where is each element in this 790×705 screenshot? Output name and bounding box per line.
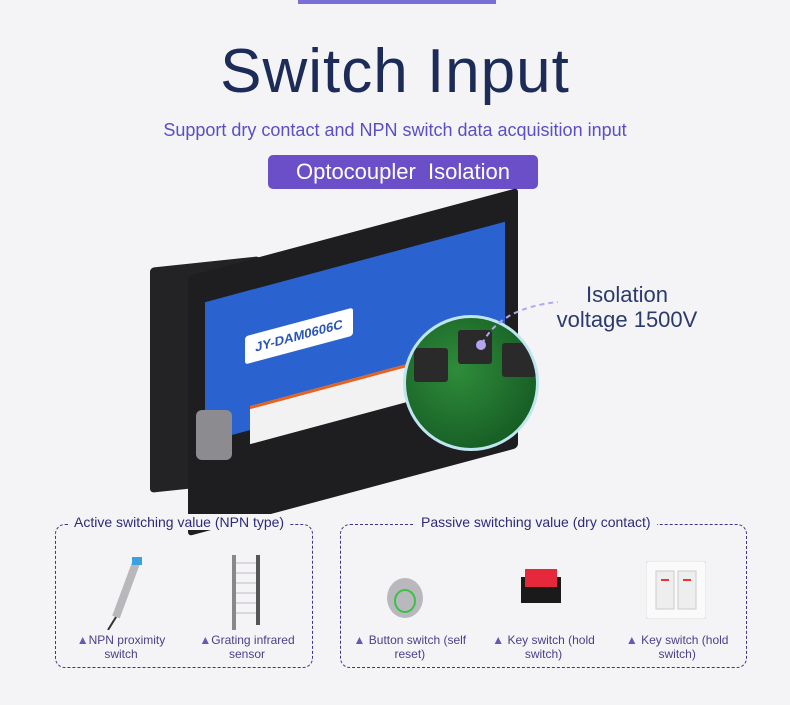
callout-dot bbox=[476, 340, 486, 350]
rocker-switch-image bbox=[517, 567, 567, 622]
wall-switch-image bbox=[645, 560, 707, 624]
chip-icon bbox=[502, 343, 536, 377]
triangle-icon: ▲ bbox=[492, 633, 505, 647]
npn-proximity-switch-image bbox=[96, 555, 156, 635]
grating-sensor-image bbox=[226, 555, 266, 635]
caption: ▲ Key switch (hold switch) bbox=[610, 633, 744, 661]
feature-badge: Optocoupler Isolation bbox=[268, 155, 538, 189]
panel-title: Passive switching value (dry contact) bbox=[415, 514, 657, 530]
caption-text: Button switch (self reset) bbox=[368, 633, 467, 661]
caption-text: NPN proximity switch bbox=[88, 633, 166, 661]
page-title: Switch Input bbox=[220, 37, 570, 106]
isolation-callout: Isolation voltage 1500V bbox=[552, 282, 702, 332]
subtitle: Support dry contact and NPN switch data … bbox=[163, 120, 627, 140]
panel-title: Active switching value (NPN type) bbox=[68, 514, 291, 530]
passive-switch-panel: Passive switching value (dry contact) ▲ … bbox=[340, 514, 747, 668]
active-switch-panel: Active switching value (NPN type) ▲NPN p… bbox=[55, 514, 313, 668]
caption-row: ▲NPN proximity switch ▲Grating infrared … bbox=[58, 633, 310, 661]
caption: ▲NPN proximity switch bbox=[58, 633, 184, 661]
caption-text: Grating infrared sensor bbox=[211, 633, 295, 661]
triangle-icon: ▲ bbox=[353, 633, 366, 647]
caption-row: ▲ Button switch (self reset) ▲ Key switc… bbox=[343, 633, 744, 661]
triangle-icon: ▲ bbox=[76, 633, 89, 647]
caption-text: Key switch (hold switch) bbox=[641, 633, 729, 661]
caption: ▲Grating infrared sensor bbox=[184, 633, 310, 661]
caption: ▲ Button switch (self reset) bbox=[343, 633, 477, 661]
db9-port-icon bbox=[196, 410, 232, 460]
triangle-icon: ▲ bbox=[199, 633, 212, 647]
top-accent-bar bbox=[298, 0, 496, 4]
callout-line2: voltage 1500V bbox=[556, 307, 698, 332]
button-switch-image bbox=[383, 563, 433, 628]
callout-line bbox=[481, 301, 559, 345]
chip-icon bbox=[414, 348, 448, 382]
callout-line1: Isolation bbox=[586, 282, 668, 307]
triangle-icon: ▲ bbox=[625, 633, 638, 647]
caption: ▲ Key switch (hold switch) bbox=[477, 633, 611, 661]
caption-text: Key switch (hold switch) bbox=[507, 633, 595, 661]
